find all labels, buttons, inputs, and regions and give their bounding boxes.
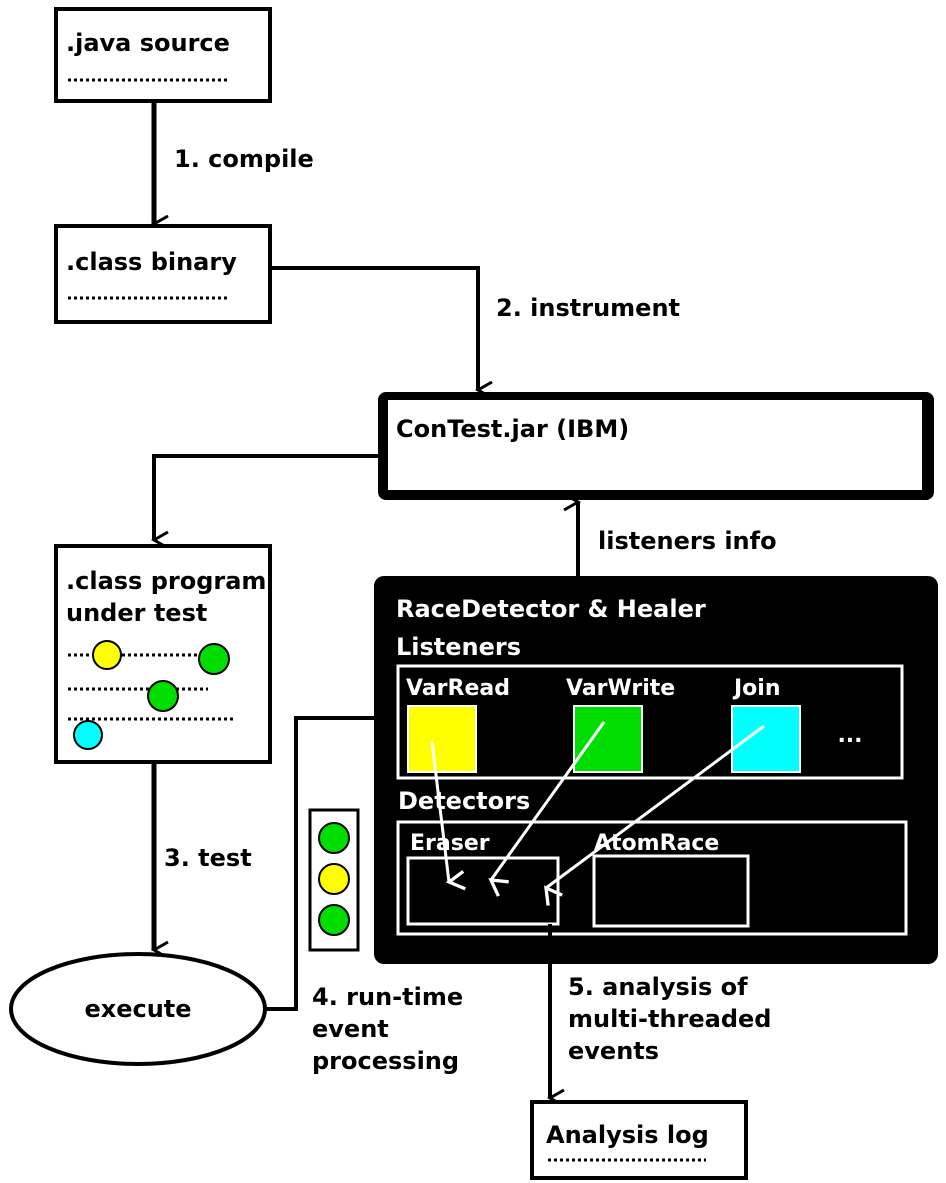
program-node: .class program under test	[54, 544, 272, 764]
runtime-edge: 4. run-time event processing	[265, 703, 463, 1075]
analysis-label-line2: multi-threaded	[568, 1005, 771, 1033]
listeners-label: Listeners	[396, 633, 521, 661]
listeners-info-label: listeners info	[598, 527, 777, 555]
listener-box-join	[731, 705, 801, 773]
racedetector-node: RaceDetector & Healer Listeners VarRead …	[374, 576, 938, 964]
runtime-label-line1: 4. run-time	[312, 983, 463, 1011]
thread-dot-green	[198, 643, 230, 675]
class-binary-node: .class binary	[54, 224, 272, 324]
event-traffic-light	[308, 808, 360, 952]
event-dot-green	[318, 904, 350, 936]
program-title-line2: under test	[66, 599, 207, 627]
instrument-label: 2. instrument	[496, 294, 680, 322]
event-dot-green	[318, 822, 350, 854]
java-source-title: .java source	[66, 29, 230, 57]
thread-dot-green	[147, 680, 179, 712]
detectors-label: Detectors	[398, 787, 530, 815]
detector-label-eraser: Eraser	[410, 831, 490, 856]
contest-to-program-edge	[150, 454, 378, 550]
instrument-edge: 2. instrument	[270, 266, 680, 400]
compile-edge: 1. compile	[150, 101, 314, 234]
detectors-box: Eraser AtomRace	[396, 820, 908, 936]
test-label: 3. test	[164, 844, 252, 872]
analysis-label-line1: 5. analysis of	[568, 973, 748, 1001]
execute-node: execute	[9, 952, 267, 1066]
java-source-node: .java source	[54, 7, 272, 103]
detector-label-atomrace: AtomRace	[594, 831, 719, 856]
thread-dot-yellow	[92, 640, 122, 670]
runtime-label-line3: processing	[312, 1047, 459, 1075]
listener-to-detector-arrows	[430, 721, 765, 906]
analysis-edge: 5. analysis of multi-threaded events	[546, 924, 771, 1108]
analysis-label-line3: events	[568, 1037, 659, 1065]
class-binary-title: .class binary	[66, 248, 237, 276]
listener-box-varread	[407, 705, 477, 773]
racedetector-title: RaceDetector & Healer	[396, 595, 706, 623]
listeners-box: VarRead VarWrite Join ...	[396, 664, 904, 780]
contest-title: ConTest.jar (IBM)	[396, 415, 629, 443]
thread-dot-cyan	[73, 720, 103, 750]
compile-label: 1. compile	[174, 145, 314, 173]
event-dot-yellow	[318, 863, 350, 895]
test-edge: 3. test	[150, 762, 252, 960]
analysis-log-node: Analysis log	[530, 1100, 748, 1180]
program-title-line1: .class program	[66, 567, 266, 595]
listener-label-join: Join	[732, 676, 781, 701]
listeners-more: ...	[837, 723, 862, 748]
listener-label-varread: VarRead	[406, 676, 510, 701]
listener-label-varwrite: VarWrite	[566, 676, 675, 701]
execute-label: execute	[84, 995, 191, 1023]
runtime-label-line2: event	[312, 1015, 389, 1043]
analysis-log-title: Analysis log	[546, 1121, 709, 1149]
contest-node: ConTest.jar (IBM)	[378, 392, 934, 500]
detector-box-atomrace	[592, 854, 750, 928]
listener-box-varwrite	[573, 705, 643, 773]
